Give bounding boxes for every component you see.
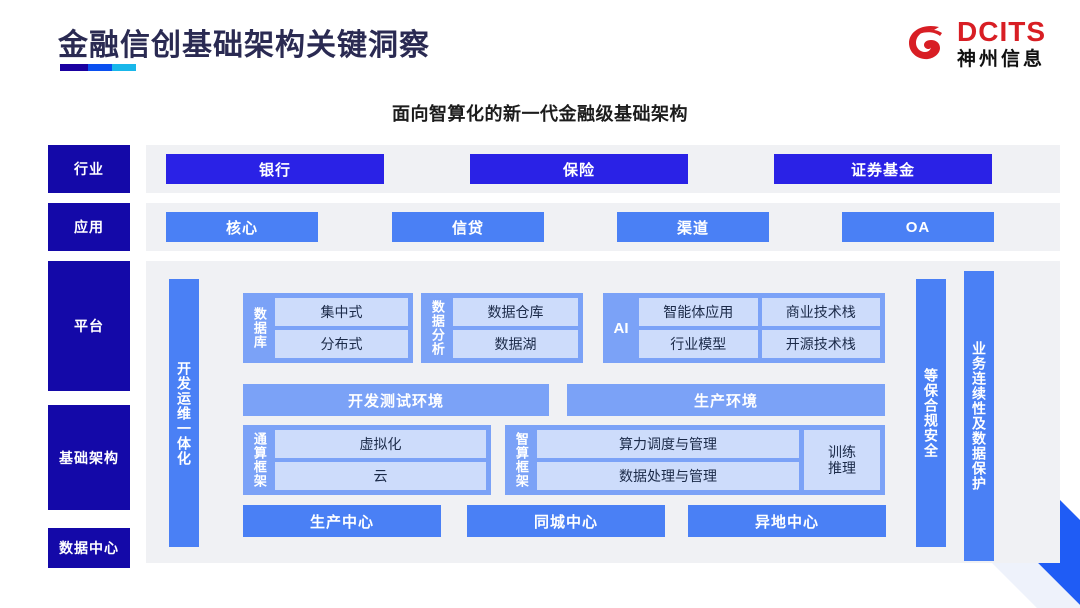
group-label-general-compute: 通算框架: [251, 432, 267, 488]
page-subtitle: 面向智算化的新一代金融级基础架构: [392, 104, 688, 124]
logo-text-en: DCITS: [957, 16, 1046, 47]
page-title: 金融信创基础架构关键洞察: [58, 29, 430, 62]
group-label-ai: AI: [613, 319, 629, 337]
title-accent-rule: [60, 64, 136, 71]
group-general-compute: 通算框架 虚拟化 云: [243, 425, 491, 495]
industry-chip-securities-fund[interactable]: 证券基金: [774, 154, 992, 184]
group-label-analytics: 数据分析: [429, 300, 445, 356]
compliance-vertical-label: 等保合规安全: [923, 368, 939, 458]
continuity-vertical-label: 业务连续性及数据保护: [971, 341, 987, 491]
brand-logo: DCITS 神州信息: [905, 18, 1046, 69]
environment-chip-production[interactable]: 生产环境: [567, 384, 885, 416]
row-label-datacenter: 数据中心: [48, 528, 130, 568]
ai-cell-agent-application[interactable]: 智能体应用: [639, 298, 758, 326]
application-chip-credit[interactable]: 信贷: [392, 212, 544, 242]
compliance-vertical-bar[interactable]: 等保合规安全: [916, 279, 946, 547]
row-label-infrastructure: 基础架构: [48, 405, 130, 510]
database-cell-distributed[interactable]: 分布式: [275, 330, 408, 358]
ai-cell-industry-model[interactable]: 行业模型: [639, 330, 758, 358]
group-label-database: 数据库: [251, 307, 267, 349]
ai-compute-cell-data-processing[interactable]: 数据处理与管理: [537, 462, 799, 490]
ai-cell-open-source-stack[interactable]: 开源技术栈: [761, 330, 880, 358]
devops-vertical-label: 开发运维一体化: [176, 360, 192, 466]
group-analytics: 数据分析 数据仓库 数据湖: [421, 293, 583, 363]
environment-chip-dev-test[interactable]: 开发测试环境: [243, 384, 549, 416]
analytics-cell-data-warehouse[interactable]: 数据仓库: [453, 298, 578, 326]
ai-compute-cell-train-inference[interactable]: 训练 推理: [804, 430, 880, 490]
dcits-swirl-icon: [905, 21, 949, 67]
ai-cell-commercial-stack[interactable]: 商业技术栈: [761, 298, 880, 326]
general-compute-cell-cloud[interactable]: 云: [275, 462, 486, 490]
application-chip-core[interactable]: 核心: [166, 212, 318, 242]
row-label-platform: 平台: [48, 261, 130, 391]
group-database: 数据库 集中式 分布式: [243, 293, 413, 363]
continuity-vertical-bar[interactable]: 业务连续性及数据保护: [964, 271, 994, 561]
group-ai: AI 智能体应用 商业技术栈 行业模型 开源技术栈: [603, 293, 885, 363]
datacenter-chip-remote-center[interactable]: 异地中心: [688, 505, 886, 537]
application-chip-oa[interactable]: OA: [842, 212, 994, 242]
logo-text-cn: 神州信息: [957, 49, 1046, 70]
industry-chip-insurance[interactable]: 保险: [470, 154, 688, 184]
industry-chip-bank[interactable]: 银行: [166, 154, 384, 184]
datacenter-chip-production-center[interactable]: 生产中心: [243, 505, 441, 537]
application-chip-channel[interactable]: 渠道: [617, 212, 769, 242]
database-cell-centralized[interactable]: 集中式: [275, 298, 408, 326]
row-label-industry: 行业: [48, 145, 130, 193]
datacenter-chip-same-city-center[interactable]: 同城中心: [467, 505, 665, 537]
row-label-application: 应用: [48, 203, 130, 251]
group-ai-compute: 智算框架 算力调度与管理 数据处理与管理 训练 推理: [505, 425, 885, 495]
devops-vertical-bar[interactable]: 开发运维一体化: [169, 279, 199, 547]
general-compute-cell-virtualization[interactable]: 虚拟化: [275, 430, 486, 458]
ai-compute-cell-power-scheduling[interactable]: 算力调度与管理: [537, 430, 799, 458]
analytics-cell-data-lake[interactable]: 数据湖: [453, 330, 578, 358]
group-label-ai-compute: 智算框架: [513, 432, 529, 488]
